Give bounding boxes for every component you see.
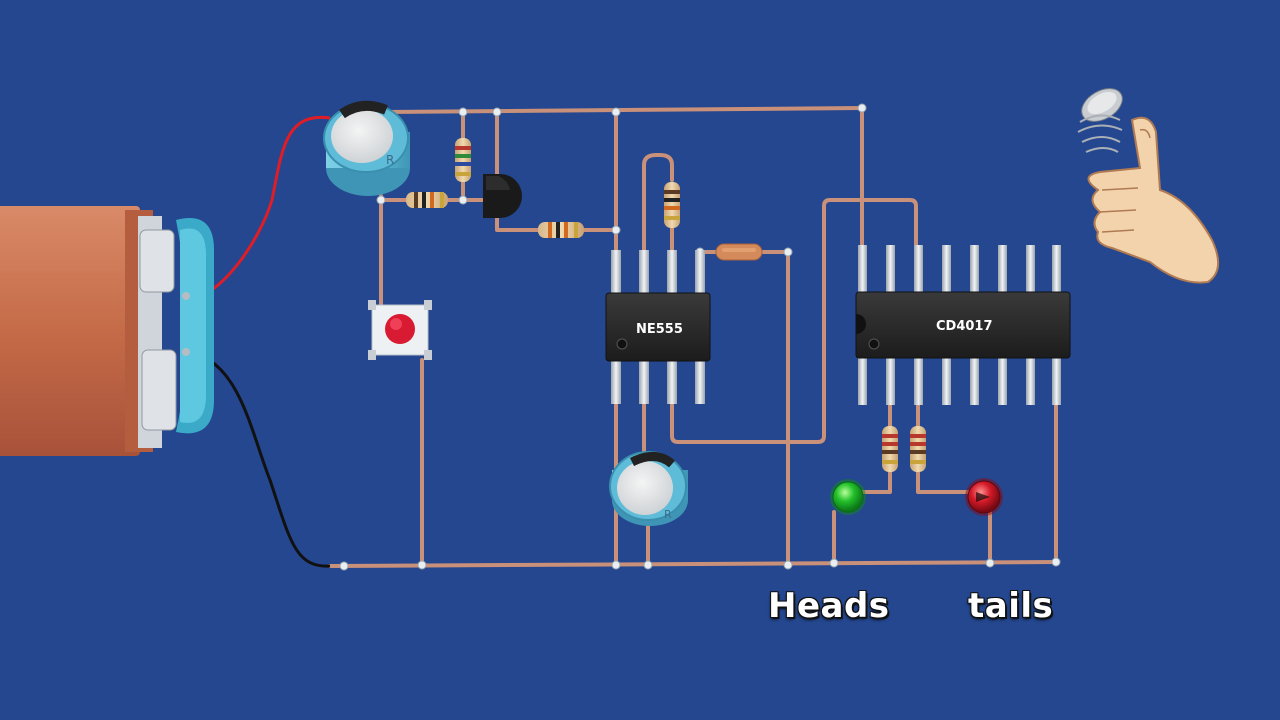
black-wire [184,348,331,568]
heads-label: Heads [768,586,890,626]
cd4017-chip: CD4017 [855,245,1071,405]
cd4017-label: CD4017 [936,319,993,334]
resistor-r4 [664,182,680,228]
led-red [965,478,1003,516]
tails-label: tails [968,586,1054,626]
resistor-r6 [910,426,926,472]
push-button [368,300,432,360]
ne555-label: NE555 [636,322,683,337]
cap-bottom-mark: R [664,508,672,521]
ne555-chip: NE555 [605,250,711,404]
resistor-r2 [406,192,448,208]
cap-top-mark: R [386,153,394,167]
capacitor-small [715,243,763,261]
led-green [830,479,866,515]
red-wire [184,115,331,302]
resistor-r5 [882,426,898,472]
battery-9v [0,206,214,456]
capacitor-top: R [323,100,410,196]
coin-flip-icon [1077,88,1123,153]
thumb-hand-icon [1087,116,1219,284]
resistor-r1 [455,138,471,182]
resistor-r3 [538,222,584,238]
transistor [483,174,522,218]
junction-dots [339,103,1061,571]
capacitor-bottom: R [609,451,688,526]
